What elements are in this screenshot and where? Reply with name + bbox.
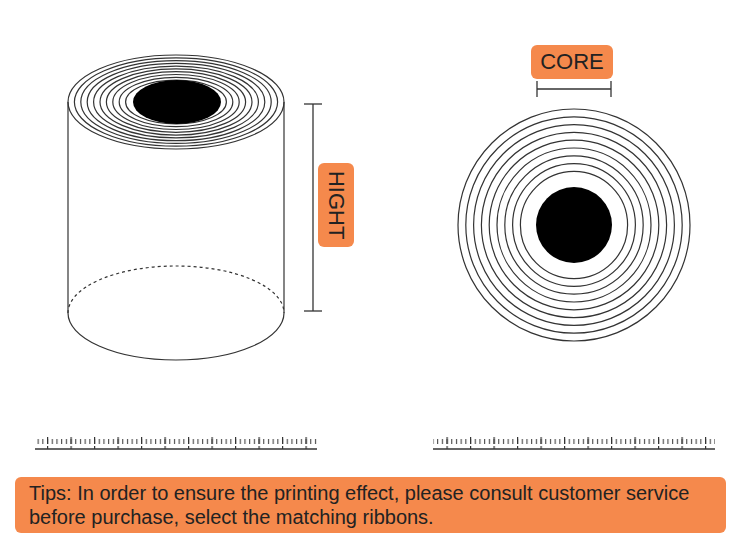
note-text: Tips: In order to ensure the printing ef…: [29, 481, 712, 529]
roll-windings: [68, 55, 284, 149]
roll-top-view: [458, 109, 690, 341]
tips-band: Tips: In order to ensure the printing ef…: [15, 477, 726, 533]
winding-ring: [113, 74, 239, 129]
winding-ring: [74, 58, 277, 146]
roll-side: [67, 102, 68, 313]
roll-side: [283, 102, 284, 313]
winding-ring: [481, 132, 666, 317]
ruler-ticks: [35, 437, 317, 449]
ruler-base: [433, 448, 715, 449]
winding-ring: [474, 125, 675, 326]
bracket-end: [304, 103, 322, 104]
winding-ring: [520, 171, 627, 278]
winding-ring: [458, 109, 690, 341]
bracket-line: [537, 88, 611, 89]
roll-core: [133, 80, 221, 124]
ruler-ticks: [35, 437, 317, 449]
height-label: HIGHT: [318, 163, 354, 247]
winding-ring: [489, 140, 659, 310]
winding-ring: [497, 148, 651, 302]
rotated-label: HIGHT: [323, 171, 349, 239]
roll-side-view: [68, 55, 284, 360]
bracket-end: [536, 81, 537, 97]
winding-ring: [68, 55, 284, 149]
ruler-ticks: [433, 437, 715, 449]
winding-ring: [505, 156, 643, 294]
roll-windings: [458, 109, 690, 341]
winding-ring: [119, 77, 233, 126]
ruler-base: [35, 448, 317, 449]
bracket-end: [610, 81, 611, 97]
core-label: CORE: [531, 45, 613, 79]
ruler: [35, 437, 317, 449]
core-bracket: [537, 81, 611, 97]
roll-bottom: [68, 313, 284, 360]
winding-ring: [87, 63, 265, 140]
ruler-ticks: [433, 437, 715, 449]
winding-ring: [94, 66, 259, 138]
winding-ring: [106, 72, 245, 133]
dimension-label: CORE: [540, 49, 604, 75]
ruler: [433, 437, 715, 449]
winding-ring: [81, 61, 271, 144]
roll-core: [536, 187, 612, 263]
hidden-edge: [68, 266, 284, 313]
winding-ring: [126, 80, 227, 124]
bracket-end: [304, 310, 322, 311]
winding-ring: [513, 164, 636, 287]
winding-ring: [100, 69, 252, 135]
winding-ring: [466, 117, 682, 333]
bracket-line: [312, 104, 313, 311]
